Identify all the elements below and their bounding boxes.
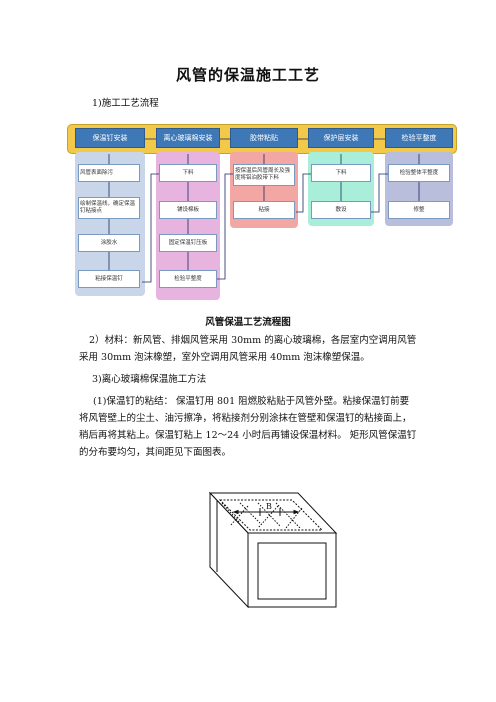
flow-header-3: 胶带粘贴 [230,128,298,148]
flow-step-4-1: 下料 [311,164,371,182]
flow-header-2: 离心玻璃棉安装 [156,128,220,148]
page-title: 风管的保温施工工艺 [175,66,320,84]
flow-step-1-1: 风管表面除污 [78,164,140,182]
process-flowchart: 保温钉安装 离心玻璃棉安装 胶带粘贴 保护层安装 检验平整度 [67,122,457,302]
paragraph-materials-line1: 2）材料：新风管、排烟风管采用 30mm 的离心玻璃棉，各层室内空调用风管 [89,335,417,346]
paragraph-pins-line1: (1)保温钉的粘结： 保温钉用 801 阻燃胶粘贴于风管外壁。粘接保温钉前要 [93,396,410,407]
flow-step-2-1: 下料 [159,164,217,182]
paragraph-pins-line2: 将风管壁上的尘土、油污擦净，将粘接剂分别涂抹在管壁和保温钉的粘接面上， [79,413,412,424]
flow-header-5: 检验平整度 [385,128,453,148]
paragraph-pins-line4: 的分布要均匀，其间距见下面图表。 [79,447,232,458]
figure-caption: 风管保温工艺流程图 [205,317,291,328]
flow-step-2-4: 检验平整度 [159,270,217,288]
duct-insulation-drawing: B [208,491,338,609]
flow-step-1-4: 粘接保温钉 [78,270,140,288]
flow-step-4-2: 敷设 [311,201,371,219]
flow-step-5-2: 修整 [388,201,450,219]
flow-step-2-3: 固定保温钉压板 [159,234,217,252]
section-heading-method: 3)离心玻璃棉保温施工方法 [92,374,207,385]
flow-step-1-2: 绘制保温线，确定保温钉粘接点 [78,197,140,219]
flow-connectors [108,138,420,283]
flow-step-3-2: 粘接 [233,201,295,219]
flow-step-5-1: 检验整体平整度 [388,164,450,182]
section-heading-process: 1)施工工艺流程 [92,98,159,109]
paragraph-materials-line2: 采用 30mm 泡沫橡塑，室外空调用风管采用 40mm 泡沫橡塑保温。 [79,352,370,363]
paragraph-pins-line3: 稍后再将其粘上。保温钉粘上 12～24 小时后再铺设保温材料。 矩形风管保温钉 [79,430,417,441]
flow-step-2-2: 铺设棉板 [159,201,217,219]
flow-header-4: 保护层安装 [308,128,374,148]
flow-step-3-1: 按保温后风管周长及强度将铝泊胶带下料 [233,164,295,186]
flow-step-1-3: 涂胶水 [78,234,140,252]
flow-header-1: 保温钉安装 [75,128,145,148]
duct-dimension-label: B [266,502,272,511]
